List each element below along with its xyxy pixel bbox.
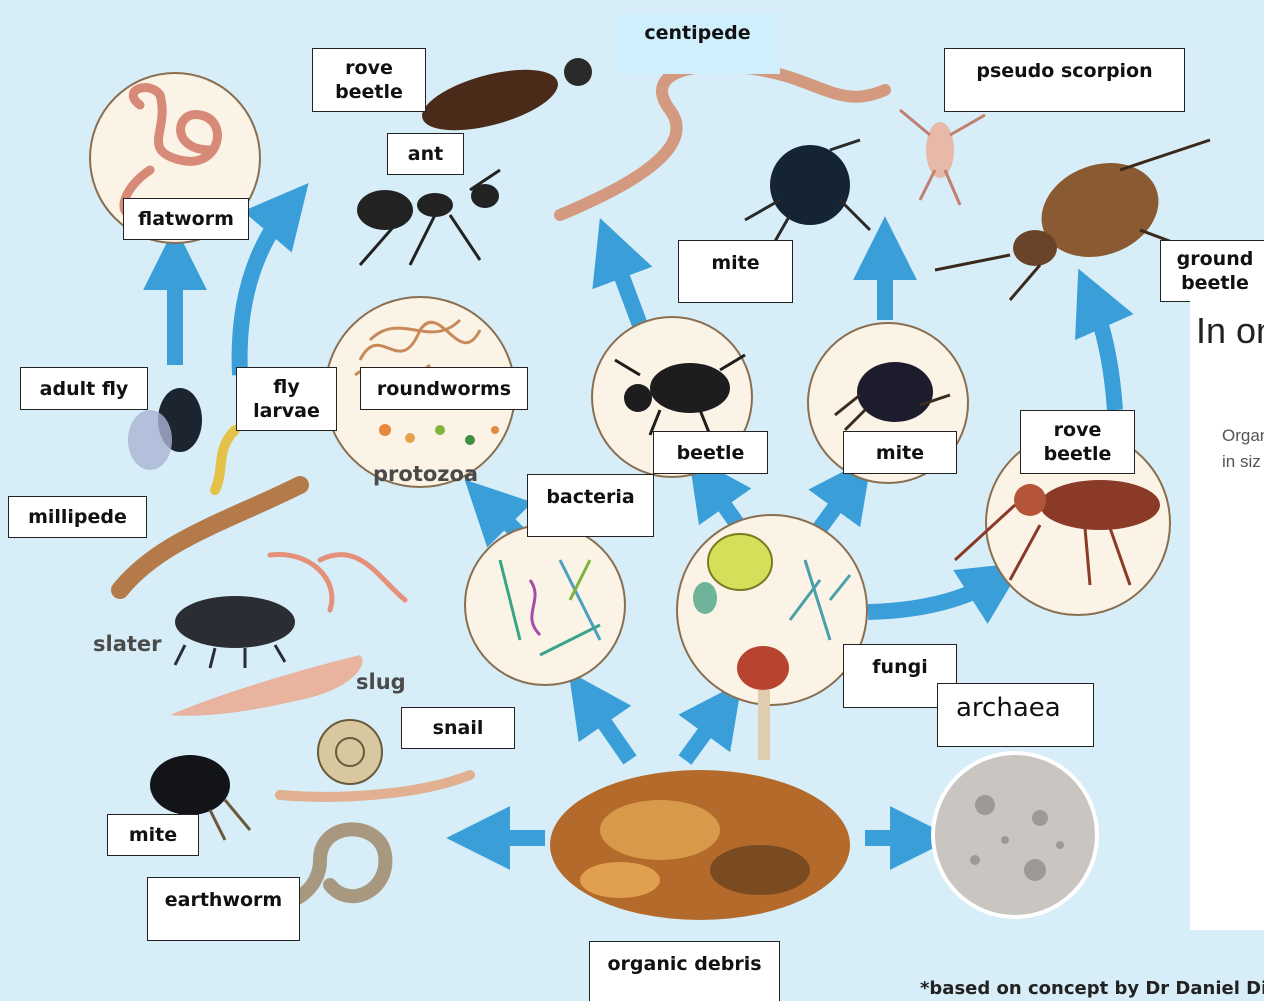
mite-top-drawing <box>745 140 870 250</box>
fly-larvae-drawing <box>215 430 235 490</box>
archaea-label: archaea <box>937 683 1094 747</box>
ant-label: ant <box>387 133 464 175</box>
rove-beetle-right-label: rove beetle <box>1020 410 1135 474</box>
adult-fly-label: adult fly <box>20 367 148 410</box>
pseudo-scorpion-drawing <box>900 110 985 205</box>
millipede-drawing <box>120 485 300 590</box>
ant-drawing <box>357 170 500 265</box>
flatworm-label: flatworm <box>123 198 249 240</box>
side-panel-text-line2: in siz <box>1222 452 1261 472</box>
mite-mid-label: mite <box>843 431 957 474</box>
roundworms-label: roundworms <box>360 367 528 410</box>
archaea-bubble <box>933 753 1097 917</box>
arrow-rove-to-ground-beetle <box>1090 295 1115 410</box>
organic-debris-label: organic debris <box>589 941 780 1001</box>
arrow-beetle-to-centipede <box>610 245 640 325</box>
slater-label: slater <box>93 632 162 656</box>
side-panel-text-line1: Organ <box>1222 426 1264 446</box>
rove-beetle-top-drawing <box>416 58 592 143</box>
slater-drawing <box>175 596 295 668</box>
footnote: *based on concept by Dr Daniel Dine <box>920 978 1264 999</box>
millipede-label: millipede <box>8 496 147 538</box>
worms-drawing <box>270 554 405 610</box>
slug-drawing <box>170 655 363 716</box>
organic-debris-drawing <box>550 770 850 920</box>
arrow-fungi-to-beetle <box>705 478 740 528</box>
protozoa-label: protozoa <box>373 462 478 486</box>
mite-bottom-label: mite <box>107 814 199 856</box>
ground-beetle-label: ground beetle <box>1160 240 1264 302</box>
mite-top-label: mite <box>678 240 793 303</box>
bacteria-bubble <box>465 525 625 685</box>
arrow-debris-to-bacteria <box>585 695 630 760</box>
arrow-fungi-to-rove-beetle <box>868 578 1000 612</box>
arrow-fungi-to-mite <box>820 480 855 528</box>
snail-label: snail <box>401 707 515 749</box>
earthworm-label: earthworm <box>147 877 300 941</box>
beetle-label: beetle <box>653 431 768 474</box>
bacteria-label: bacteria <box>527 474 654 537</box>
arrow-debris-to-fungi <box>685 705 725 760</box>
side-panel-heading: In one <box>1196 310 1264 352</box>
rove-beetle-top-label: rove beetle <box>312 48 426 112</box>
pseudo-scorpion-label: pseudo scorpion <box>944 48 1185 112</box>
fly-larvae-label: fly larvae <box>236 367 337 431</box>
centipede-label: centipede <box>615 14 780 74</box>
side-panel <box>1190 295 1264 930</box>
slug-label: slug <box>356 670 406 694</box>
arrow-bacteria-to-roundworms <box>485 500 520 535</box>
